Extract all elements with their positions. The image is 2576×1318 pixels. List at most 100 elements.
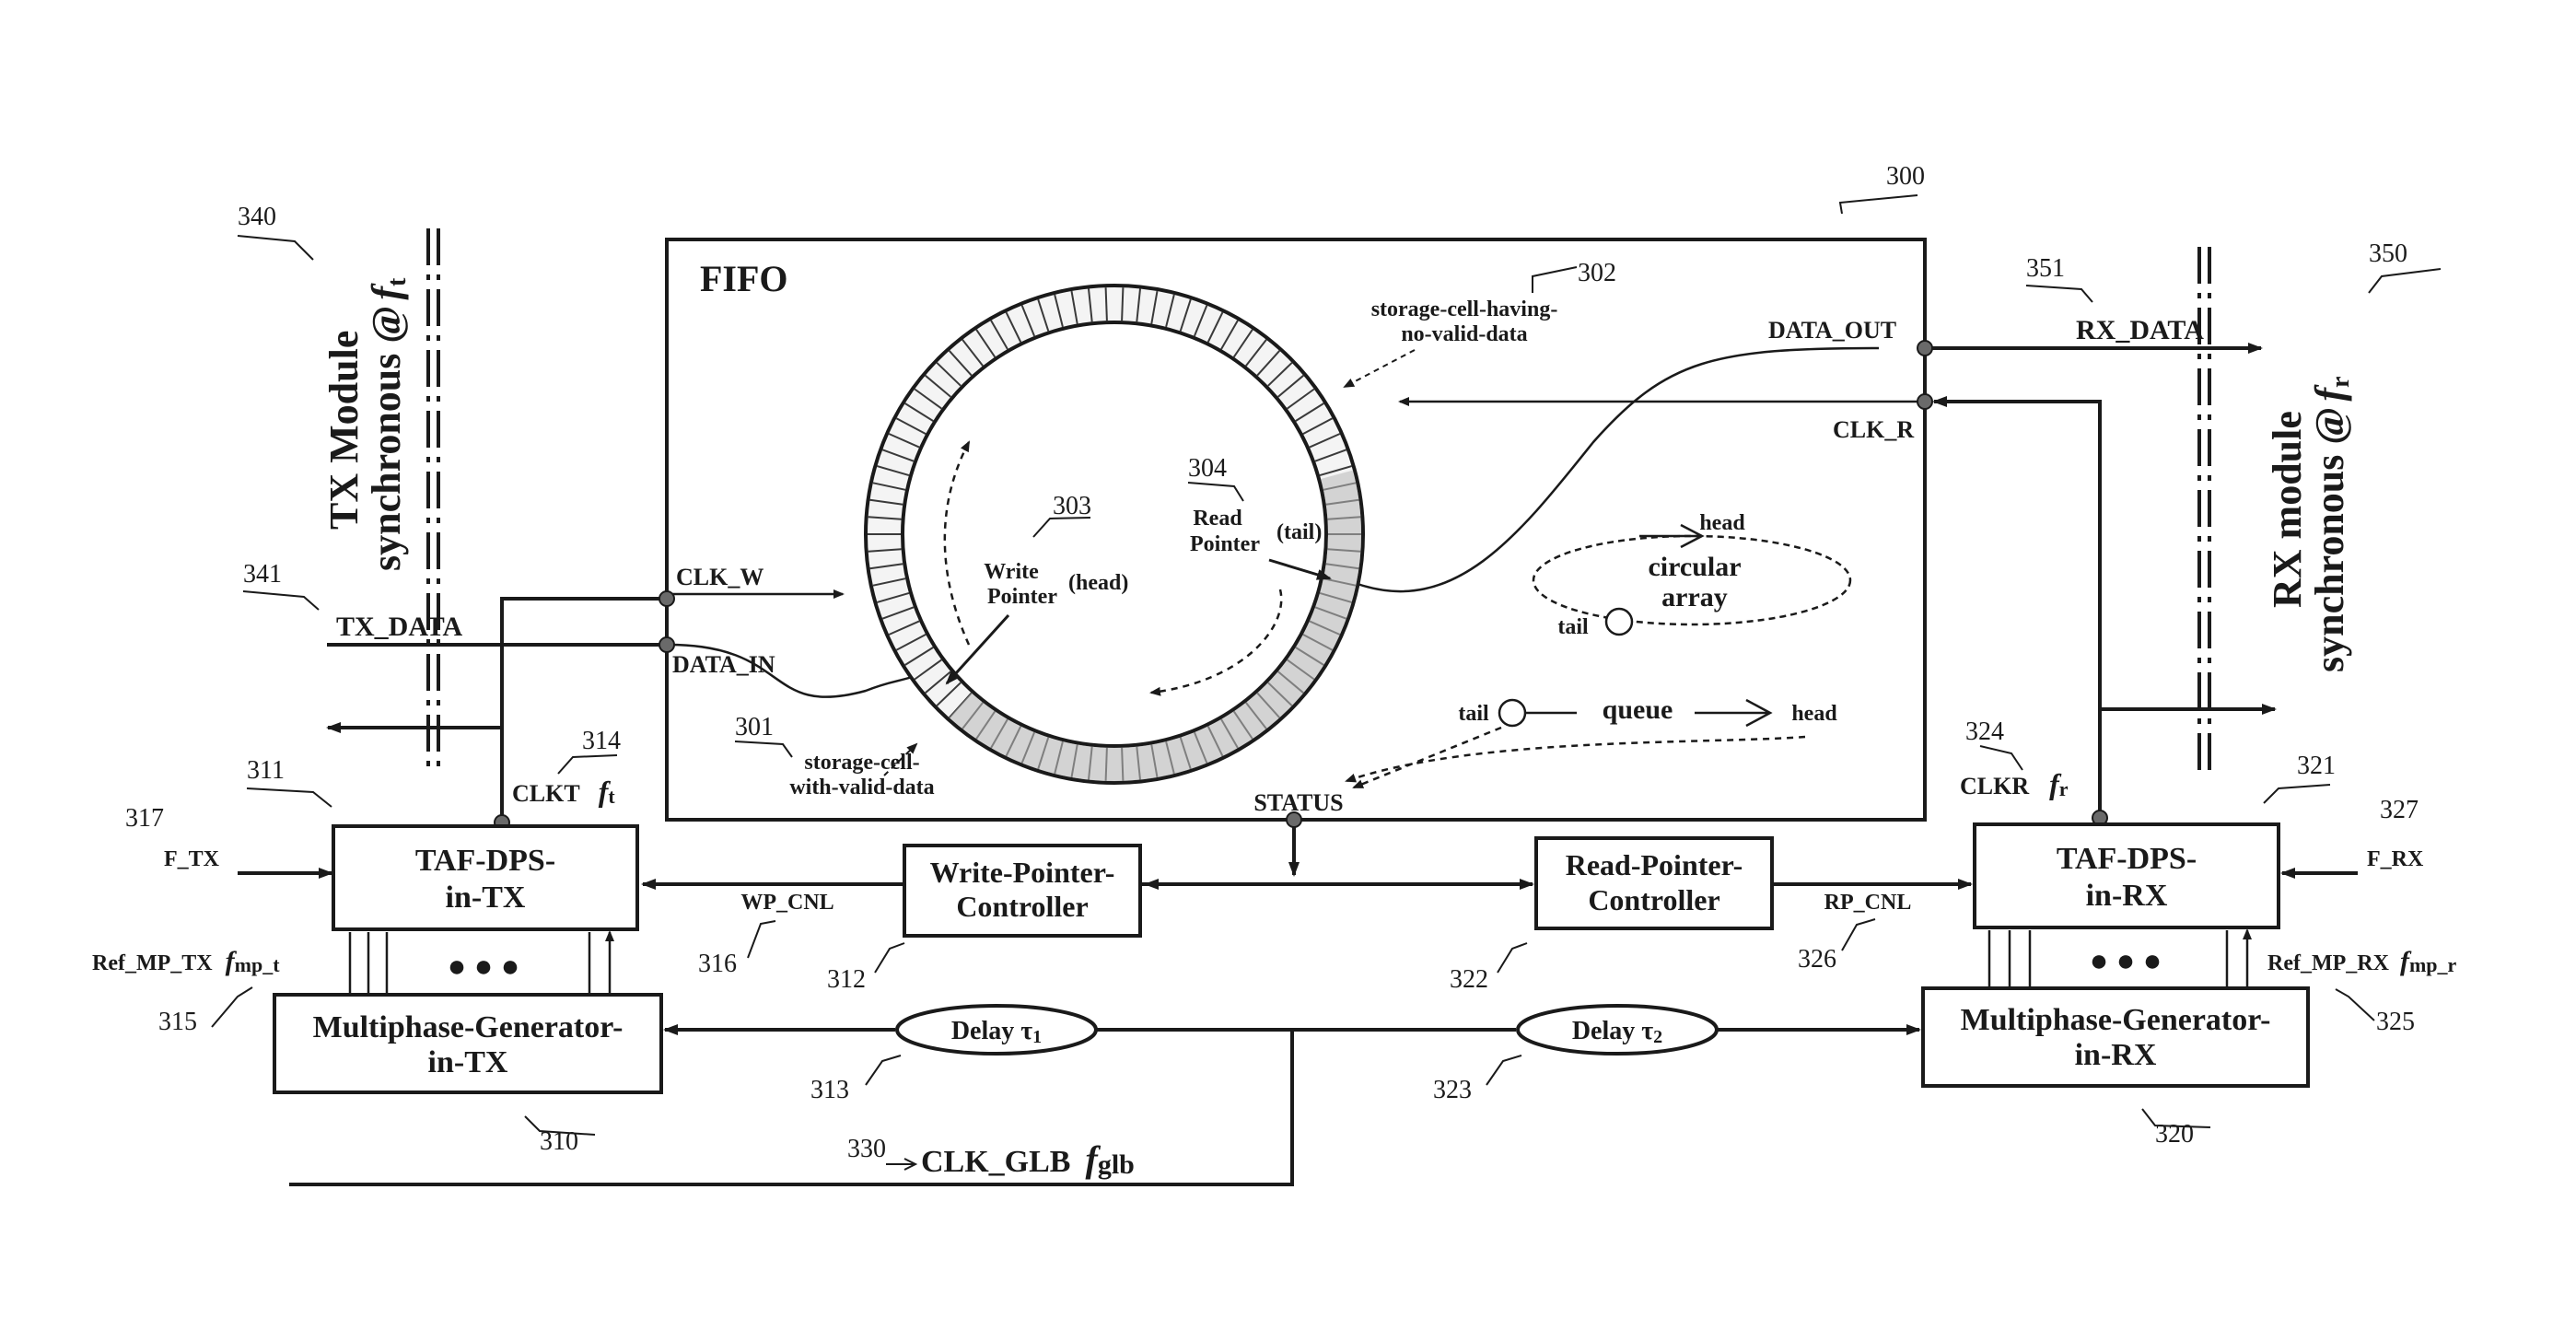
f-tx-label: F_TX — [164, 847, 220, 871]
wp-cnl-ref: 316 — [698, 950, 737, 978]
ring-cell-divider — [1106, 287, 1107, 321]
clk-w-label: CLK_W — [676, 564, 763, 590]
clkt-ref-leader — [558, 755, 617, 774]
delay1-label: Delay τ1 — [951, 1017, 1042, 1047]
svg-text:RX module: RX module — [2265, 411, 2310, 608]
valid-label-line2: with-valid-data — [789, 776, 934, 799]
mpg-rx-ref: 320 — [2155, 1120, 2194, 1149]
rp-cnl-label: RP_CNL — [1824, 891, 1912, 915]
mpg-rx-line1: Multiphase-Generator- — [1961, 1003, 2271, 1037]
tx-data-ref-leader — [243, 591, 319, 610]
data-out-node — [1917, 341, 1932, 356]
taf-rx-line2: in-RX — [2086, 879, 2168, 913]
mp-rx-dots: ● ● ● — [2090, 944, 2162, 978]
ref-mp-tx-leader — [212, 987, 252, 1027]
queue-status-arrow — [1346, 737, 1805, 781]
f-rx-label: F_RX — [2367, 847, 2424, 871]
read-pointer-tail: (tail) — [1276, 520, 1322, 544]
queue-head-label: head — [1791, 702, 1837, 726]
queue-label: queue — [1603, 694, 1673, 725]
clk-glb-ref-leader — [886, 1159, 915, 1170]
ref-mp-rx-leader — [2336, 989, 2374, 1021]
read-pointer-ref: 304 — [1188, 454, 1227, 483]
circular-array-label-line2: array — [1661, 582, 1728, 612]
status-node — [1287, 812, 1301, 827]
ring-cell-divider — [1122, 287, 1123, 321]
clk-r-node — [1917, 394, 1932, 409]
read-pointer-label-line1: Read — [1193, 507, 1242, 531]
rp-cnl-ref-leader — [1842, 919, 1875, 951]
write-pointer-ref: 303 — [1053, 492, 1091, 520]
mpg-tx-ref-leader — [525, 1116, 595, 1135]
write-pointer-label-line1: Write — [984, 560, 1039, 584]
rx-data-ref-leader — [2026, 286, 2092, 302]
data-out-curve — [1358, 348, 1879, 591]
rpc-ref-leader — [1498, 943, 1527, 973]
clkr-label: CLKRfr — [1960, 767, 2069, 800]
ref-mp-tx-label: Ref_MP_TXfmp_t — [92, 946, 280, 976]
mpg-tx-line1: Multiphase-Generator- — [313, 1010, 624, 1044]
read-pointer-label-line2: Pointer — [1190, 532, 1260, 556]
mpg-rx-line2: in-RX — [2075, 1038, 2157, 1072]
no-valid-label-line2: no-valid-data — [1401, 322, 1527, 346]
delay1-ref-leader — [866, 1056, 901, 1085]
clk-w-node — [659, 591, 674, 606]
queue-tail-label: tail — [1458, 702, 1489, 726]
ref-mp-rx-label: Ref_MP_RXfmp_r — [2267, 946, 2457, 976]
f-rx-ref: 327 — [2380, 796, 2419, 824]
wpc-ref-leader — [875, 943, 904, 973]
rx-boundary — [2199, 247, 2209, 772]
rx-data-ref: 351 — [2026, 254, 2065, 283]
status-label: STATUS — [1253, 789, 1343, 816]
delay2-label: Delay τ2 — [1572, 1017, 1662, 1047]
clk-r-label: CLK_R — [1833, 416, 1914, 443]
fifo-ref: 300 — [1886, 162, 1925, 191]
tx-module-label: TX Module synchronous @ft — [321, 277, 412, 571]
clkr-wire — [1934, 402, 2100, 816]
f-tx-ref: 317 — [125, 804, 164, 833]
delay1-ref: 313 — [810, 1076, 849, 1104]
valid-ref-leader — [735, 741, 792, 757]
queue-status-arrow2 — [1354, 728, 1501, 787]
no-valid-pointer — [1345, 350, 1415, 387]
ref-mp-rx-ref: 325 — [2376, 1008, 2415, 1036]
rpc-line2: Controller — [1588, 883, 1719, 916]
delay2-ref-leader — [1486, 1056, 1521, 1085]
svg-text:synchronous @fr: synchronous @fr — [2307, 377, 2355, 672]
taf-rx-line1: TAF-DPS- — [2057, 842, 2197, 876]
wpc-line1: Write-Pointer- — [930, 856, 1115, 889]
svg-text:TX Module: TX Module — [321, 331, 367, 530]
taf-tx-ref: 311 — [247, 756, 285, 785]
wpc-ref: 312 — [827, 965, 866, 994]
data-in-node — [659, 637, 674, 652]
rx-module-label: RX module synchronous @fr — [2265, 377, 2355, 672]
clkr-ref-leader — [1980, 746, 2022, 770]
rx-data-label: RX_DATA — [2076, 315, 2204, 345]
taf-rx-ref: 321 — [2297, 752, 2336, 780]
legend-tail-label: tail — [1557, 615, 1589, 639]
taf-rx-ref-leader — [2264, 785, 2330, 803]
svg-text:synchronous @ft: synchronous @ft — [364, 277, 412, 571]
valid-ref: 301 — [735, 713, 774, 741]
valid-label-line1: storage-cell- — [804, 751, 919, 775]
legend-head-label: head — [1699, 511, 1745, 535]
fifo-ref-leader — [1840, 195, 1917, 214]
tx-module-ref-leader — [238, 236, 313, 260]
clkr-ref: 324 — [1965, 717, 2004, 746]
data-in-label: DATA_IN — [672, 651, 775, 678]
clk-glb-label: CLK_GLBfglb — [921, 1138, 1135, 1180]
rp-cnl-ref: 326 — [1798, 945, 1836, 974]
taf-tx-line2: in-TX — [446, 881, 526, 915]
delay2-ref: 323 — [1433, 1076, 1472, 1104]
clk-glb-ref: 330 — [847, 1135, 886, 1163]
queue-head-arrow — [1695, 700, 1770, 726]
tx-module-ref: 340 — [238, 203, 276, 231]
rpc-line1: Read-Pointer- — [1566, 848, 1743, 881]
legend-head-arrow — [1639, 525, 1702, 547]
clkt-ref: 314 — [582, 727, 621, 755]
clkt-label: CLKTft — [512, 775, 615, 808]
queue-tail-circle — [1499, 700, 1525, 726]
tx-data-ref: 341 — [243, 560, 282, 589]
taf-tx-line1: TAF-DPS- — [415, 844, 555, 878]
